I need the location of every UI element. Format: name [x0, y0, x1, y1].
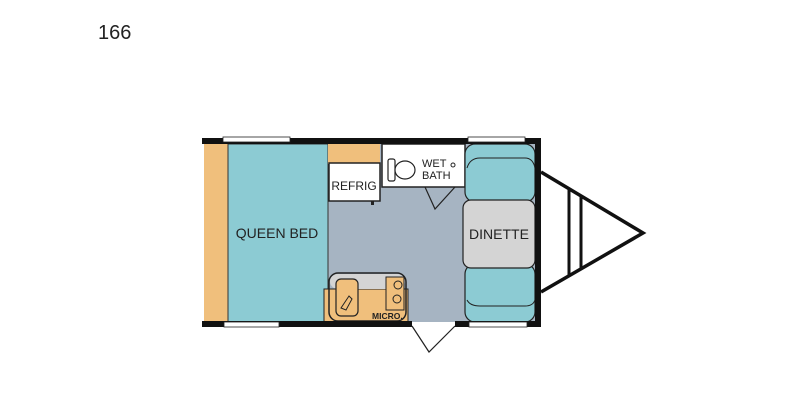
window[interactable] — [222, 136, 291, 143]
dinette-seat-rear — [464, 263, 536, 323]
refrigerator-handle — [371, 201, 374, 205]
model-number: 166 — [98, 22, 132, 44]
refrigerator — [328, 162, 381, 202]
wet-bath-label-line2: BATH — [422, 170, 451, 182]
window[interactable] — [223, 321, 280, 328]
dinette-seat-front — [464, 143, 536, 203]
hitch-tongue — [540, 170, 647, 294]
toilet-tank — [387, 158, 396, 182]
window[interactable] — [467, 136, 526, 143]
toilet-bowl — [394, 160, 416, 180]
wardrobe — [204, 144, 228, 322]
wet-bath-label-line1: WET — [422, 158, 447, 170]
seat-back-line — [466, 299, 536, 307]
queen-bed — [227, 143, 329, 323]
seat-back-line — [466, 157, 536, 169]
bath-door-swing — [424, 186, 456, 211]
faucet-icon — [340, 295, 353, 311]
window[interactable] — [468, 321, 528, 328]
dinette-label: DINETTE — [469, 226, 529, 242]
burner — [392, 294, 402, 304]
microwave-label: MICRO. — [372, 311, 403, 321]
refrigerator-label: REFRIG — [331, 179, 376, 193]
queen-bed-label: QUEEN BED — [236, 225, 318, 241]
burner — [393, 280, 403, 290]
entry-door-swing[interactable] — [411, 325, 456, 353]
sink — [335, 278, 359, 317]
bath-drain — [450, 162, 456, 168]
top-cabinet — [328, 144, 380, 164]
